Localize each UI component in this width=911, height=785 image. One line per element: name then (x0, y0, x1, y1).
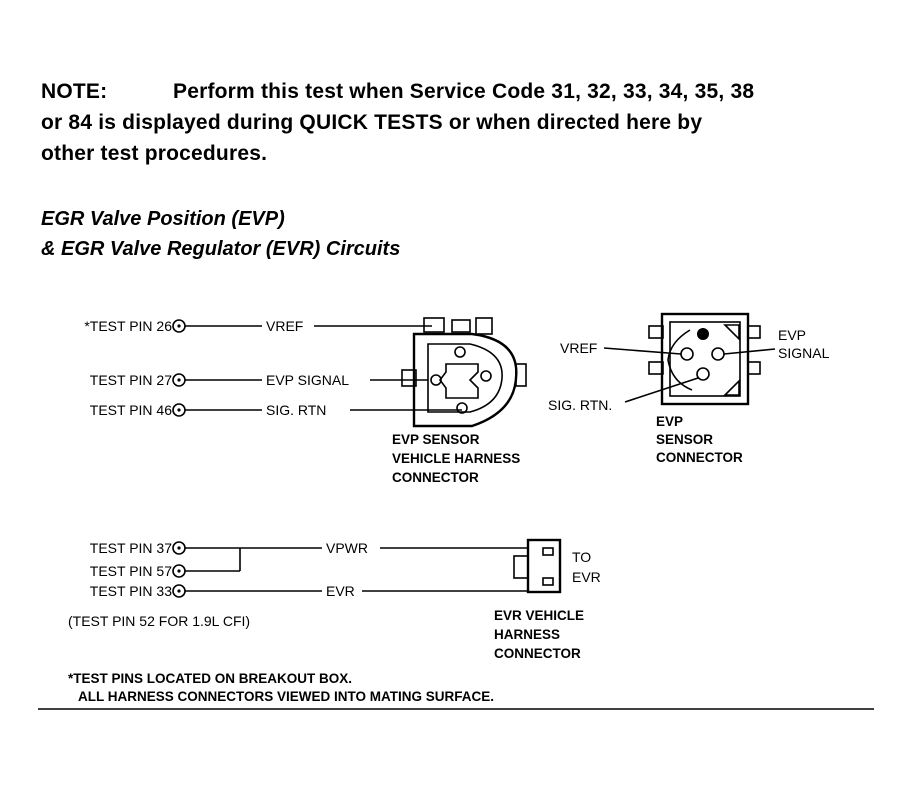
evp-harness-caption-1: EVP SENSOR (392, 432, 480, 447)
footnote-line-1: *TEST PINS LOCATED ON BREAKOUT BOX. (68, 671, 352, 686)
note-line-3: other test procedures. (41, 142, 268, 165)
evr-target-label: EVR (572, 569, 601, 585)
evp-sensor-connector (648, 312, 761, 406)
vref-wire-label: VREF (266, 318, 303, 334)
test-pin-33-label: TEST PIN 33 (90, 583, 172, 599)
sensor-vref-label: VREF (560, 340, 597, 356)
evr-caption-2: HARNESS (494, 627, 560, 642)
test-note: NOTE: Perform this test when Service Code… (41, 76, 861, 169)
evp-signal-wire-label: EVP SIGNAL (266, 372, 349, 388)
test-pin-jacks-evp (172, 319, 186, 417)
evp-sensor-caption-1: EVP (656, 414, 683, 429)
to-label: TO (572, 549, 591, 565)
evr-harness-connector (513, 538, 562, 594)
note-line-2: or 84 is displayed during QUICK TESTS or… (41, 111, 703, 134)
title-line-2: & EGR Valve Regulator (EVR) Circuits (41, 238, 401, 260)
diagram-title: EGR Valve Position (EVP) & EGR Valve Reg… (41, 204, 400, 264)
test-pin-57-label: TEST PIN 57 (90, 563, 172, 579)
test-pin-27-label: TEST PIN 27 (90, 372, 172, 388)
sig-rtn-wire-label: SIG. RTN (266, 402, 326, 418)
test-pin-26-label: *TEST PIN 26 (84, 318, 172, 334)
evp-sensor-caption-2: SENSOR (656, 432, 713, 447)
test-pin-37-label: TEST PIN 37 (90, 540, 172, 556)
evr-caption-1: EVR VEHICLE (494, 608, 584, 623)
evp-harness-caption-3: CONNECTOR (392, 470, 479, 485)
sensor-signal-label: SIGNAL (778, 345, 830, 361)
alt-test-pin-note: (TEST PIN 52 FOR 1.9L CFI) (68, 613, 250, 629)
vpwr-wire-label: VPWR (326, 540, 368, 556)
footnote-line-2: ALL HARNESS CONNECTORS VIEWED INTO MATIN… (78, 689, 494, 704)
evp-harness-connector (401, 317, 527, 428)
evp-harness-caption-2: VEHICLE HARNESS (392, 451, 520, 466)
title-line-1: EGR Valve Position (EVP) (41, 208, 285, 230)
test-pin-46-label: TEST PIN 46 (90, 402, 172, 418)
test-pin-jacks-evr (172, 541, 186, 598)
note-line-1: Perform this test when Service Code 31, … (173, 80, 755, 103)
evr-wire-label: EVR (326, 583, 355, 599)
sensor-evp-label: EVP (778, 327, 806, 343)
sensor-sig-rtn-label: SIG. RTN. (548, 397, 612, 413)
note-label: NOTE: (41, 80, 108, 103)
evr-caption-3: CONNECTOR (494, 646, 581, 661)
evp-sensor-caption-3: CONNECTOR (656, 450, 743, 465)
